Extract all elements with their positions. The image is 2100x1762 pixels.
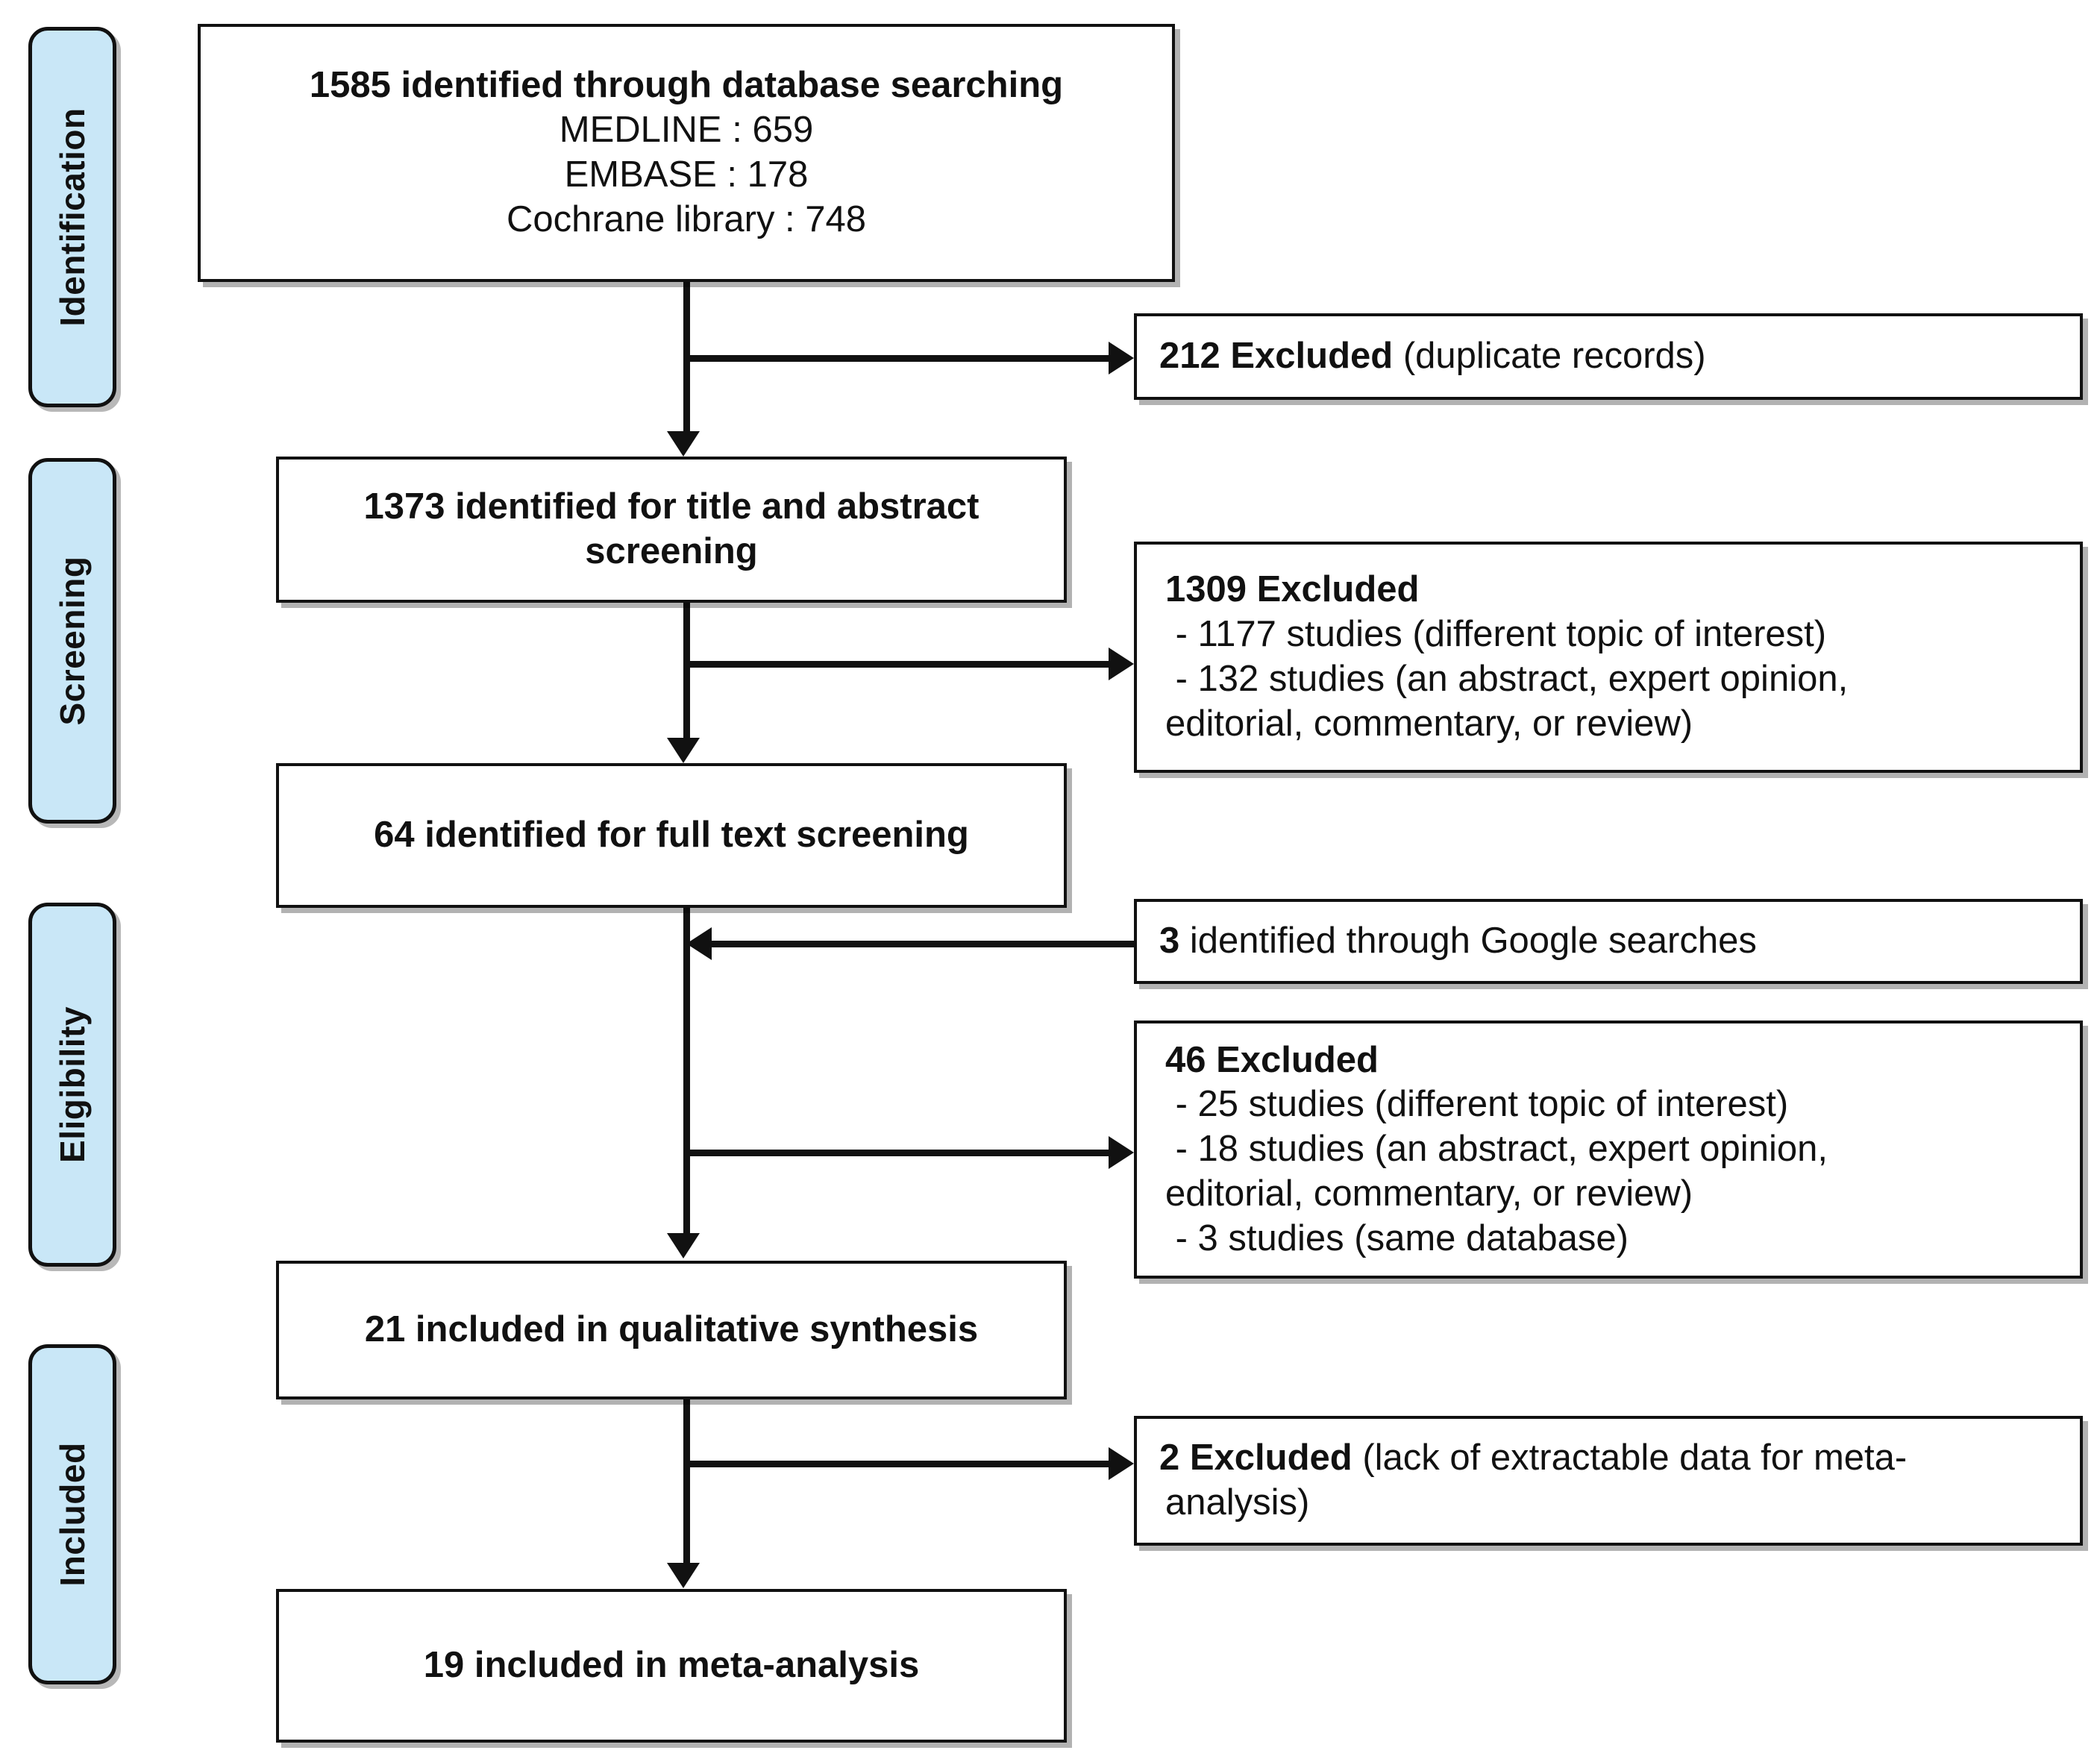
arrowhead-down-meta — [667, 1563, 700, 1588]
box-full-text-screening: 64 identified for full text screening — [276, 763, 1067, 908]
identified-database-source-cochrane: Cochrane library : 748 — [506, 198, 867, 239]
stage-label-included: Included — [53, 1442, 92, 1587]
box-identified-through-database-searching: 1585 identified through database searchi… — [198, 24, 1175, 282]
excluded-eligibility-reason-2-cont: editorial, commentary, or review) — [1165, 1173, 1693, 1214]
arrowhead-right-excluded-duplicates — [1109, 342, 1134, 374]
excluded-eligibility-reason-1: - 25 studies (different topic of interes… — [1165, 1084, 1789, 1125]
connector-to-excluded-eligibility — [683, 1150, 1110, 1156]
excluded-duplicates-count: 212 Excluded — [1159, 336, 1394, 377]
connector-qualitative-to-meta — [683, 1399, 690, 1565]
box-excluded-eligibility: 46 Excluded - 25 studies (different topi… — [1134, 1020, 2083, 1279]
arrowhead-down-qualitative — [667, 1233, 700, 1258]
excluded-eligibility-heading: 46 Excluded — [1165, 1039, 1379, 1080]
google-searches-count: 3 — [1159, 921, 1180, 962]
box-excluded-title-abstract-screening: 1309 Excluded - 1177 studies (different … — [1134, 542, 2083, 773]
excluded-screening-reason-1: - 1177 studies (different topic of inter… — [1165, 614, 1827, 655]
stage-label-screening: Screening — [53, 556, 92, 726]
connector-to-excluded-duplicates — [683, 355, 1110, 362]
excluded-screening-reason-2-cont: editorial, commentary, or review) — [1165, 703, 1693, 744]
excluded-eligibility-reason-2: - 18 studies (an abstract, expert opinio… — [1165, 1129, 1828, 1170]
arrowhead-left-google — [686, 927, 712, 960]
excluded-eligibility-reason-3: - 3 studies (same database) — [1165, 1217, 1629, 1258]
excluded-meta-count: 2 Excluded — [1159, 1437, 1353, 1479]
qualitative-synthesis-title: 21 included in qualitative synthesis — [364, 1309, 979, 1350]
excluded-meta-text: 2 Excluded (lack of extractable data for… — [1137, 1436, 1929, 1481]
box-google-searches: 3 identified through Google searches — [1134, 899, 2083, 984]
connector-screening-to-fulltext — [683, 603, 690, 740]
arrowhead-right-excluded-eligibility — [1109, 1136, 1134, 1169]
arrowhead-right-excluded-screening — [1109, 648, 1134, 680]
arrowhead-right-excluded-meta — [1109, 1447, 1134, 1480]
meta-analysis-title: 19 included in meta-analysis — [423, 1645, 920, 1686]
box-meta-analysis: 19 included in meta-analysis — [276, 1589, 1067, 1743]
stage-pill-identification: Identification — [28, 27, 116, 407]
google-searches-text: 3 identified through Google searches — [1137, 919, 1779, 964]
stage-pill-included: Included — [28, 1344, 116, 1684]
connector-google-into-trunk — [712, 941, 1155, 947]
arrowhead-down-screening — [667, 431, 700, 457]
title-abstract-screening-line1: 1373 identified for title and abstract — [363, 486, 980, 527]
connector-to-excluded-meta — [683, 1461, 1110, 1467]
box-excluded-duplicate-records: 212 Excluded (duplicate records) — [1134, 313, 2083, 400]
excluded-meta-reason: (lack of extractable data for meta- — [1352, 1437, 1908, 1479]
box-qualitative-synthesis: 21 included in qualitative synthesis — [276, 1261, 1067, 1399]
identified-database-title: 1585 identified through database searchi… — [309, 65, 1064, 106]
title-abstract-screening-line2: screening — [585, 531, 758, 571]
excluded-screening-reason-2: - 132 studies (an abstract, expert opini… — [1165, 659, 1849, 699]
stage-pill-screening: Screening — [28, 458, 116, 824]
google-searches-label: identified through Google searches — [1179, 921, 1757, 962]
stage-pill-eligibility: Eligibility — [28, 903, 116, 1267]
stage-label-identification: Identification — [53, 107, 92, 327]
connector-to-excluded-screening — [683, 661, 1110, 668]
excluded-meta-reason-cont: analysis) — [1165, 1482, 1310, 1523]
connector-fulltext-to-qualitative — [683, 907, 690, 1235]
stage-label-eligibility: Eligibility — [53, 1006, 92, 1163]
identified-database-source-medline: MEDLINE : 659 — [559, 110, 814, 151]
excluded-duplicates-reason: (duplicate records) — [1393, 336, 1706, 377]
arrowhead-down-fulltext — [667, 738, 700, 763]
box-excluded-meta-analysis: 2 Excluded (lack of extractable data for… — [1134, 1416, 2083, 1546]
excluded-duplicates-text: 212 Excluded (duplicate records) — [1137, 334, 1728, 379]
full-text-screening-title: 64 identified for full text screening — [374, 815, 969, 856]
identified-database-source-embase: EMBASE : 178 — [564, 154, 809, 195]
box-title-abstract-screening: 1373 identified for title and abstract s… — [276, 457, 1067, 603]
excluded-screening-heading: 1309 Excluded — [1165, 569, 1420, 610]
